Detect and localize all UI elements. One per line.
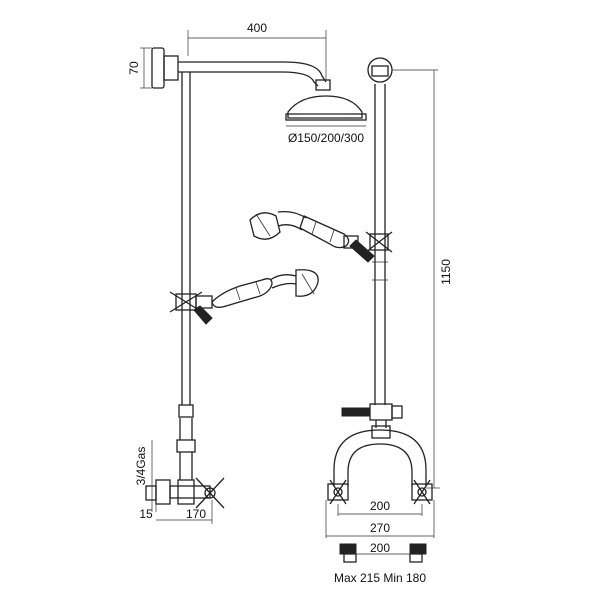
tap-right [411,479,433,505]
inlet-valve-left [145,477,225,509]
dim-inner-width: 200 [370,499,390,513]
dim-max-min: Max 215 Min 180 [334,571,426,585]
hand-shower-upper [249,210,350,249]
dim-centres: 200 [370,541,390,555]
wall-bracket [151,47,165,89]
dim-inlet-size: 3/4Gas [134,447,148,486]
diverter [341,403,403,439]
dim-arm-width: 400 [247,21,267,35]
slider-clamp-right [343,231,393,263]
dim-offset-small: 15 [139,507,153,521]
mixer-body [333,429,427,486]
dim-outer-width: 270 [370,521,390,535]
side-view [145,47,367,509]
dim-height-total: 1150 [439,259,453,285]
front-view [249,57,433,563]
shower-arm [178,61,327,87]
tap-left [327,479,349,505]
slider-clamp-left [169,291,213,325]
showerhead-side [287,95,363,119]
dim-arm-height: 70 [127,61,141,75]
hand-shower-lower [211,269,319,308]
dim-head-diameter: Ø150/200/300 [288,131,364,145]
dim-projection: 170 [186,507,206,521]
dimensions [140,30,440,555]
